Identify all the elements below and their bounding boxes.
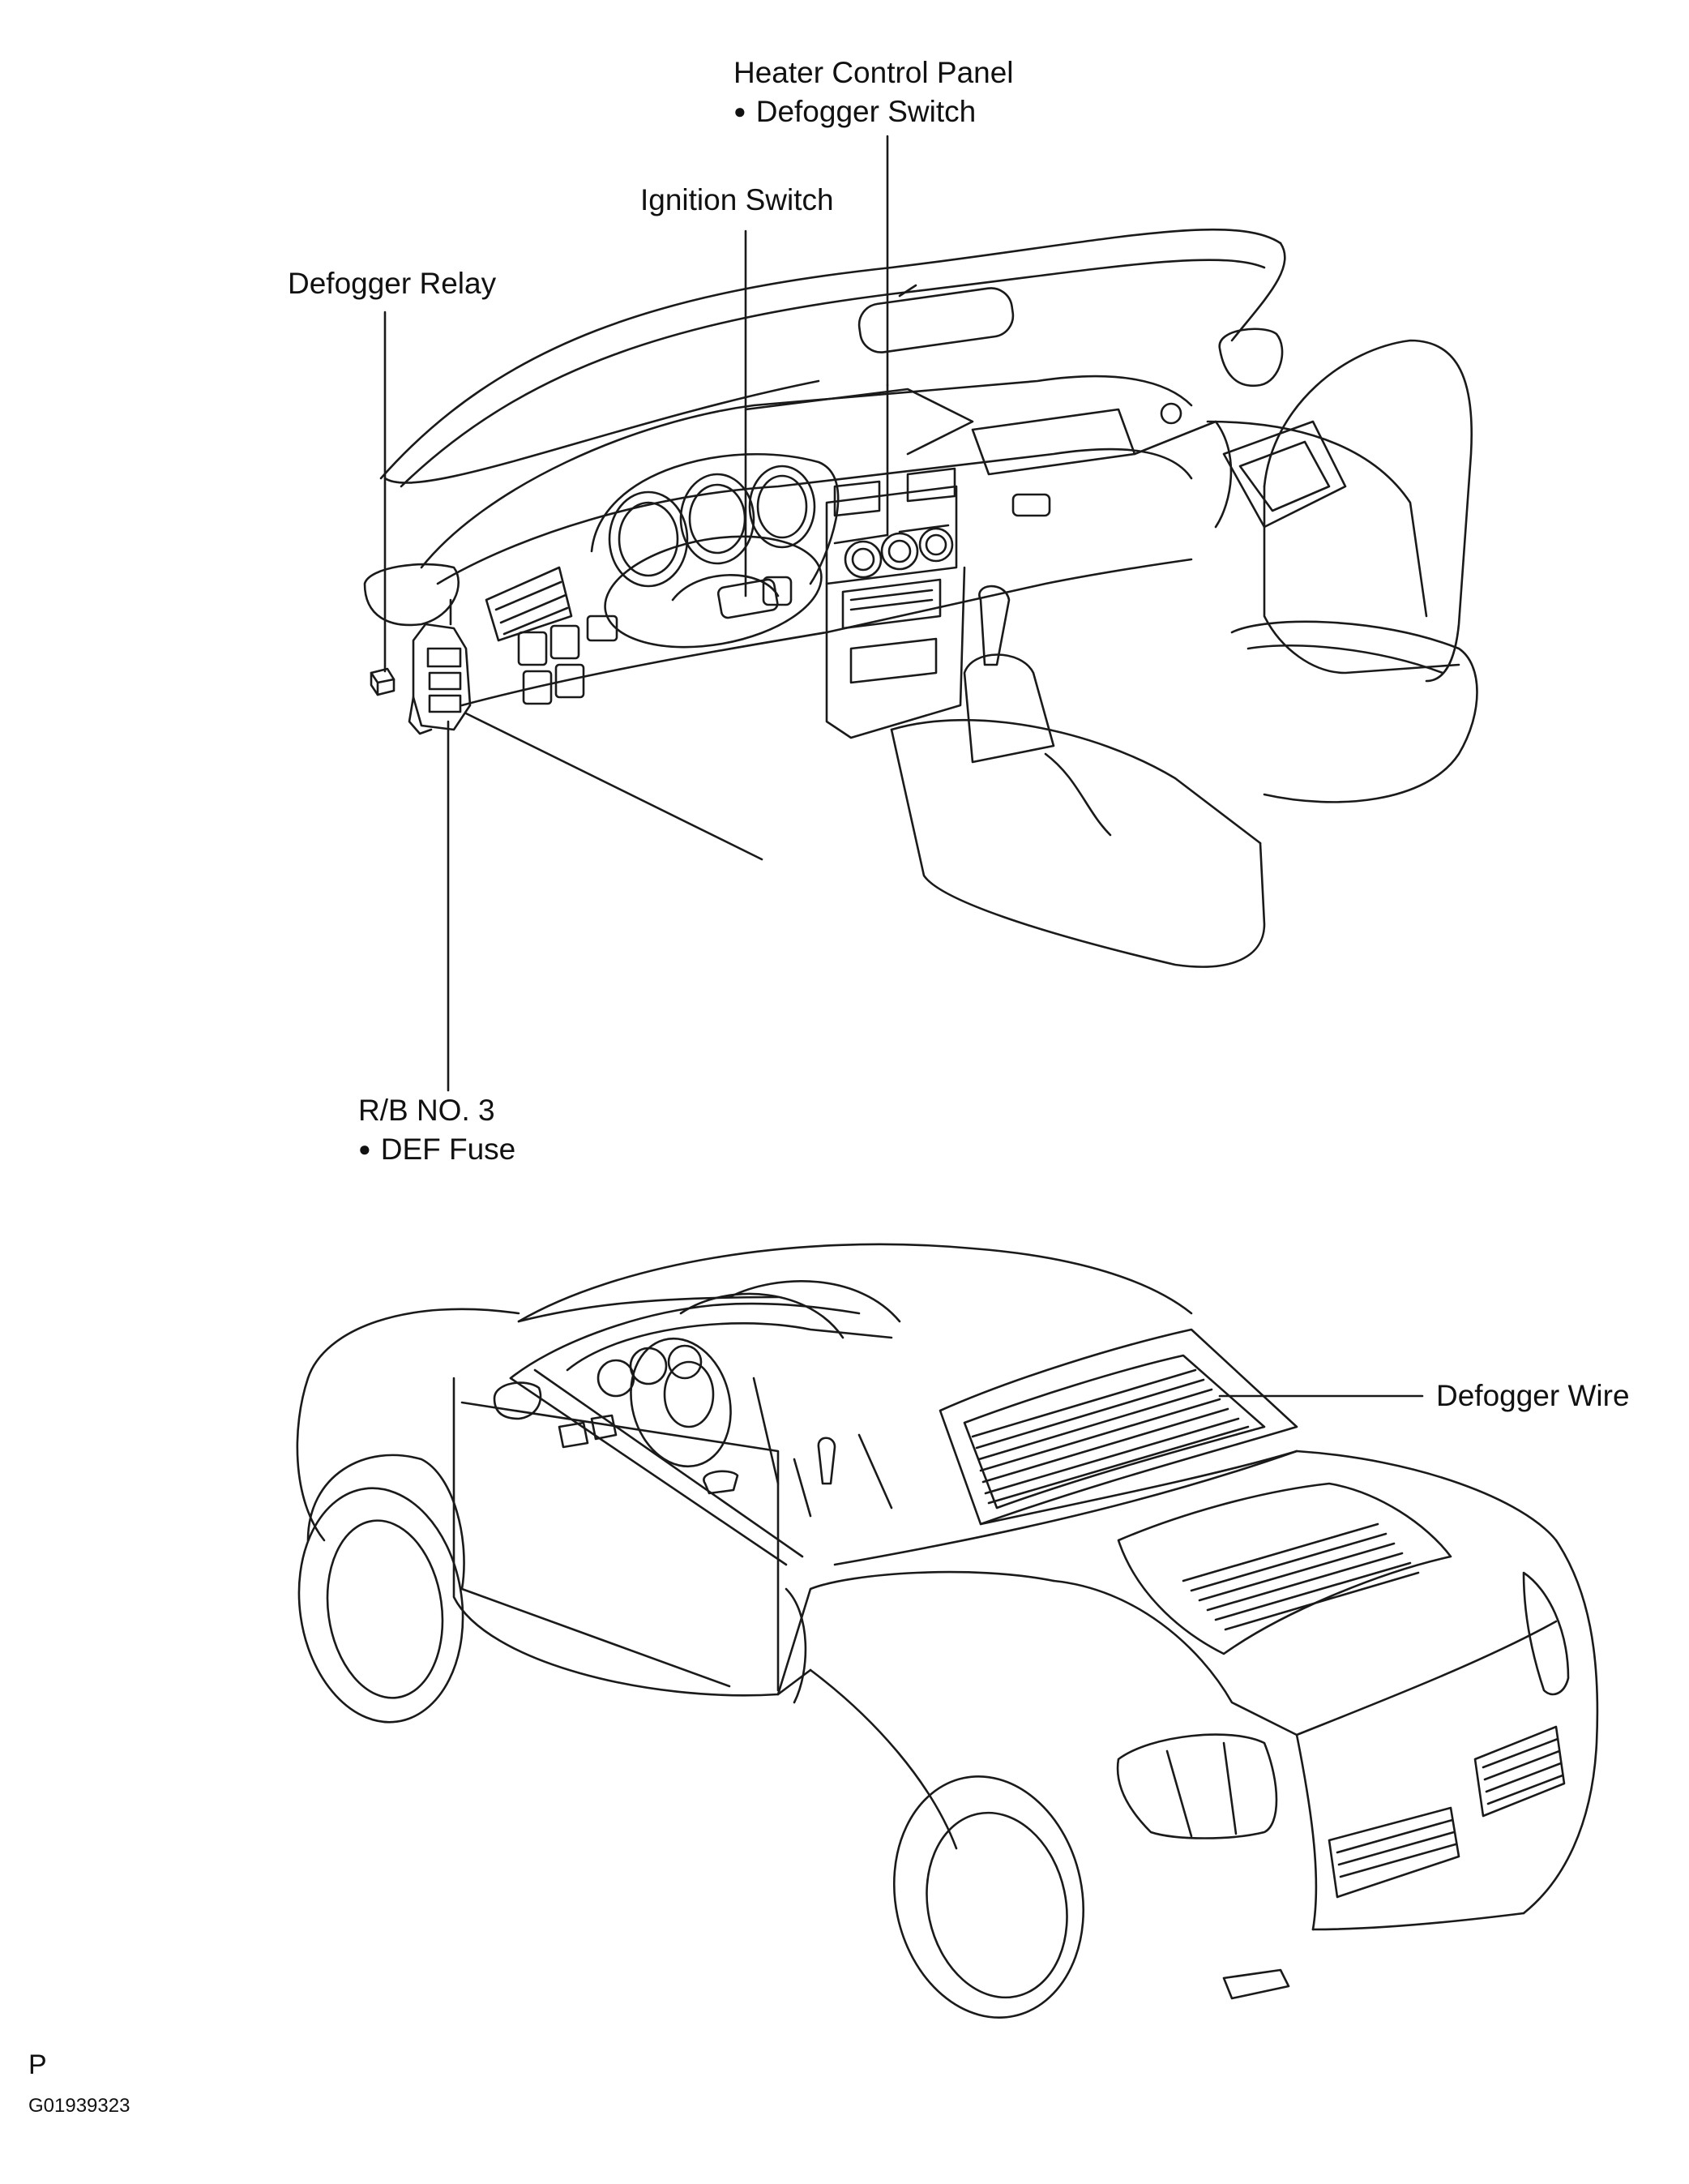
label-defogger-relay: Defogger Relay: [288, 267, 497, 300]
label-defogger-wire: Defogger Wire: [1436, 1379, 1630, 1412]
label-def-fuse: DEF Fuse: [358, 1132, 516, 1170]
interior-view: [363, 228, 1478, 968]
label-ignition-switch: Ignition Switch: [640, 183, 834, 216]
figure-code: G01939323: [28, 2095, 130, 2117]
label-defogger-switch: Defogger Switch: [733, 94, 976, 132]
page-letter: P: [28, 2049, 47, 2080]
car-view: [296, 1243, 1599, 2019]
label-rb-no3: R/B NO. 3: [358, 1094, 495, 1127]
upper-leader-lines: [383, 135, 889, 1092]
label-heater-control-panel: Heater Control Panel: [733, 56, 1014, 89]
